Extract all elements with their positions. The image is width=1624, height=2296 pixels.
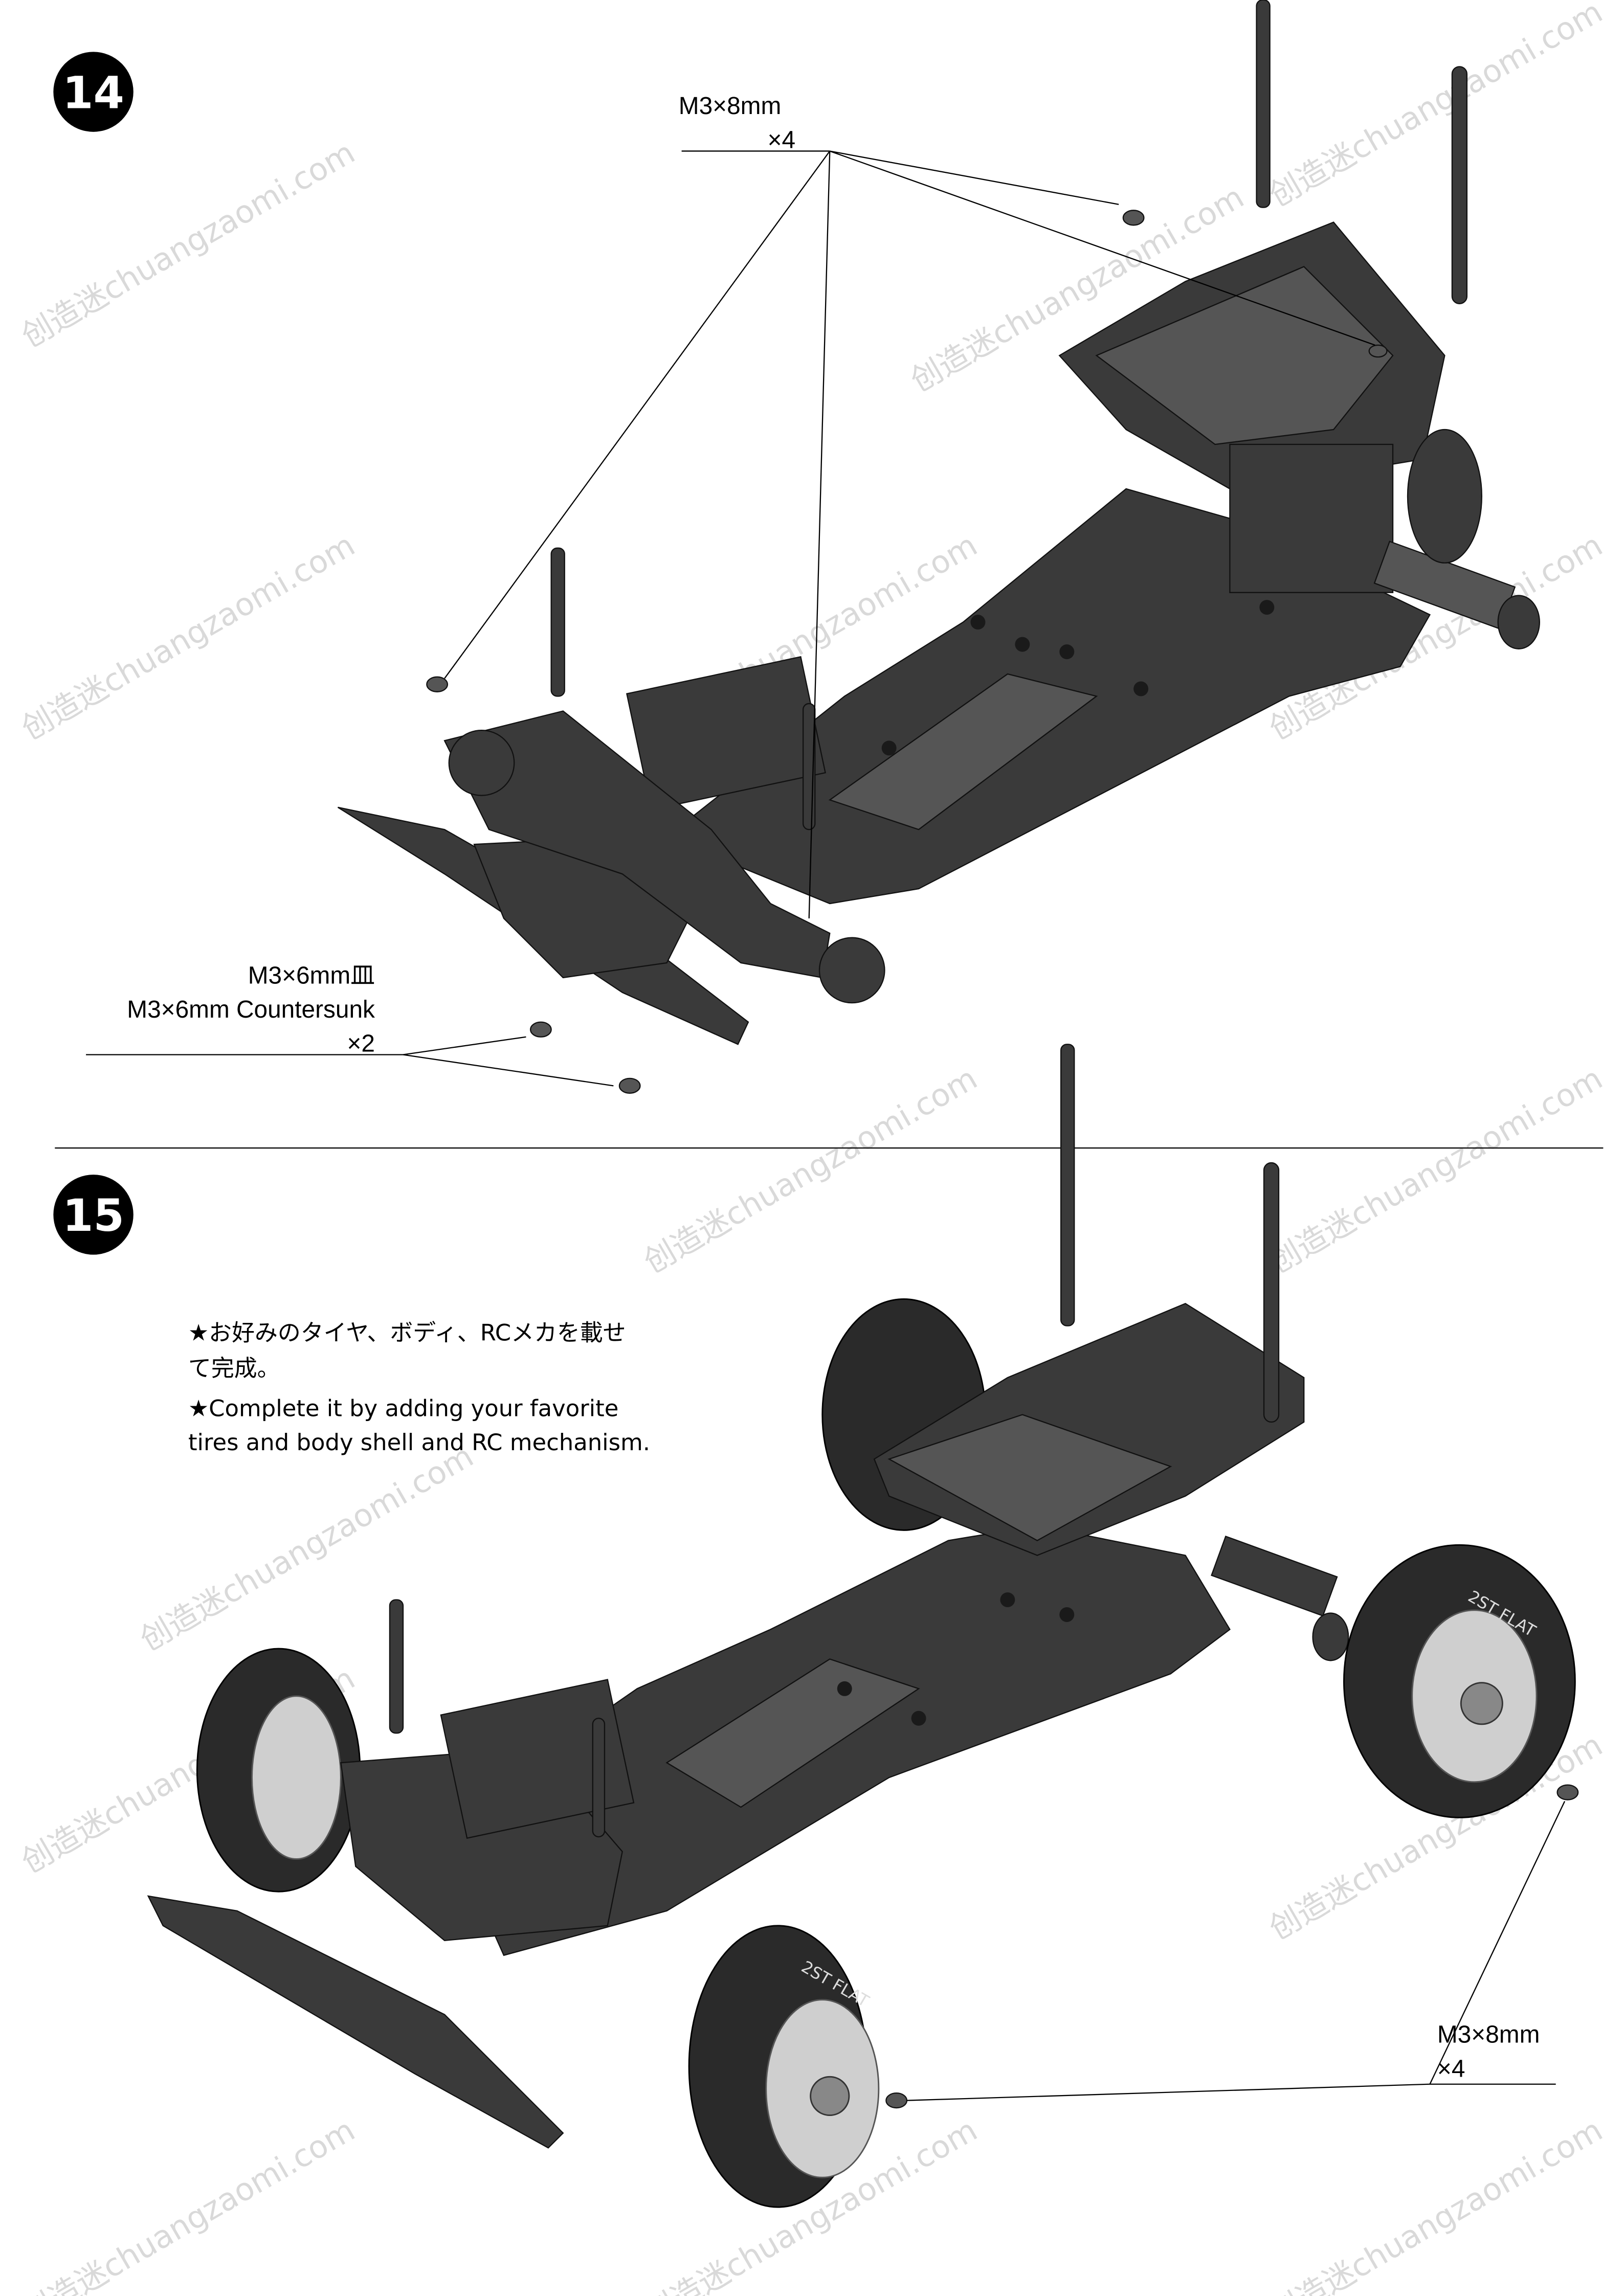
note-ja-line: ★お好みのタイヤ、ボディ、RCメカを載せ bbox=[188, 1319, 626, 1346]
screw-size-ja: M3×6mm皿 bbox=[248, 962, 375, 989]
watermark: 创造迷chuangzaomi.com bbox=[1263, 2112, 1609, 2296]
step-number: 14 bbox=[62, 67, 124, 119]
screw-callout-countersunk: M3×6mm皿 M3×6mm Countersunk ×2 bbox=[86, 962, 614, 1087]
watermark: 创造迷chuangzaomi.com bbox=[16, 2112, 361, 2296]
chassis-drawing bbox=[337, 0, 1540, 1094]
watermark: 创造迷chuangzaomi.com bbox=[16, 134, 361, 354]
watermark: 创造迷chuangzaomi.com bbox=[1263, 0, 1609, 214]
screw-qty: ×4 bbox=[768, 127, 795, 154]
step-15: 15 ★お好みのタイヤ、ボディ、RCメカを載せ て完成。 ★Complete i… bbox=[53, 1044, 1579, 2208]
screw-size: M3×8mm bbox=[1437, 2021, 1540, 2049]
step-14: 14 bbox=[53, 0, 1540, 1094]
screw-size-en: M3×6mm Countersunk bbox=[127, 996, 375, 1023]
watermark: 创造迷chuangzaomi.com bbox=[134, 1438, 479, 1658]
note-en-line: ★Complete it by adding your favorite bbox=[188, 1394, 618, 1422]
watermark: 创造迷chuangzaomi.com bbox=[638, 1061, 983, 1280]
step-badge bbox=[53, 1175, 134, 1255]
watermark: 创造迷chuangzaomi.com bbox=[16, 527, 361, 747]
step-badge bbox=[53, 52, 134, 132]
screw-callout-m3x8: M3×8mm ×4 bbox=[444, 93, 1375, 919]
step-number: 15 bbox=[62, 1190, 124, 1242]
screw-qty: ×2 bbox=[347, 1030, 374, 1057]
note-ja-line: て完成。 bbox=[188, 1355, 280, 1382]
note-en-line: tires and body shell and RC mechanism. bbox=[188, 1429, 650, 1456]
completion-note: ★お好みのタイヤ、ボディ、RCメカを載せ て完成。 ★Complete it b… bbox=[188, 1319, 650, 1456]
watermark: 创造迷chuangzaomi.com bbox=[1263, 1061, 1609, 1280]
completed-chassis-drawing: 2ST FLAT 2ST FLAT bbox=[147, 1044, 1579, 2208]
screw-size: M3×8mm bbox=[679, 93, 781, 120]
screw-callout-m3x8: M3×8mm ×4 bbox=[906, 1800, 1566, 2101]
